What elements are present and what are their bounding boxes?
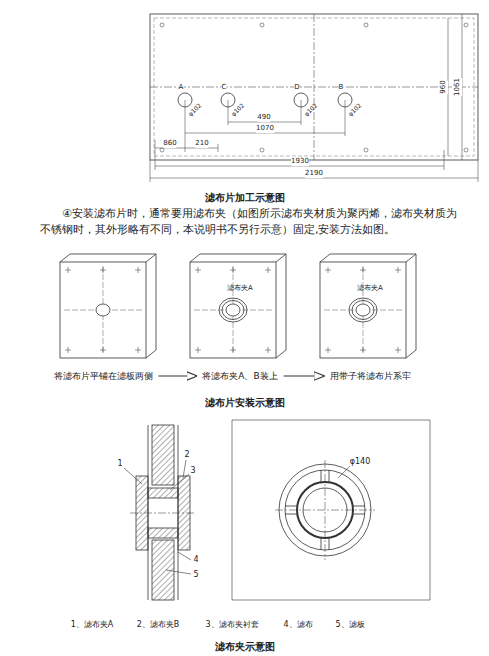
part-label: 滤布夹A — [227, 285, 253, 293]
legend-item: 4、滤布 — [283, 621, 312, 630]
dimension: 1930 — [291, 158, 309, 166]
figure-caption: 滤布片安装示意图 — [205, 397, 285, 408]
legend-item: 2、滤布夹B — [137, 621, 180, 630]
clip-section — [130, 425, 196, 600]
hole-diameter: φ102 — [347, 102, 363, 118]
leader-lines — [124, 460, 350, 574]
dimension: 1070 — [256, 125, 274, 133]
dimension: 490 — [257, 114, 270, 122]
step-caption: 将滤布夹A、B装上 — [200, 370, 279, 383]
step-text: 用带子将滤布片系牢 — [330, 371, 411, 381]
callout-number: 4 — [193, 556, 198, 565]
callout-number: 1 — [117, 460, 122, 469]
step-caption: 用带子将滤布片系牢 — [328, 370, 413, 383]
dimension: 210 — [195, 140, 208, 148]
dimension: 1061 — [454, 78, 462, 96]
hole-diameter: φ102 — [230, 102, 246, 118]
part-label: 滤布夹A — [357, 285, 383, 293]
step-text: 将滤布夹A、B装上 — [202, 371, 277, 381]
hole-letter: A — [179, 84, 184, 92]
hole-diameter: φ102 — [303, 102, 319, 118]
step-arrow — [284, 375, 324, 376]
step-text: 将滤布片平铺在滤板两侧 — [54, 371, 153, 381]
dimension: φ140 — [350, 458, 371, 467]
dimension: 960 — [440, 80, 448, 93]
step-caption: 将滤布片平铺在滤板两侧 — [52, 370, 155, 383]
callout-number: 5 — [193, 571, 198, 580]
callout-number: 2 — [184, 451, 189, 460]
install-panel — [60, 254, 156, 358]
dimension: 860 — [163, 140, 176, 148]
callout-number: 3 — [190, 467, 195, 476]
legend-item: 5、滤板 — [335, 621, 364, 630]
clip-front-view — [232, 420, 430, 600]
install-panel — [190, 254, 286, 358]
filter-cloth-plate — [150, 14, 478, 182]
body-text: ④安装滤布片时，通常要用滤布夹（如图所示滤布夹材质为聚丙烯，滤布夹材质为不锈钢时… — [40, 206, 465, 238]
figure-caption: 滤布夹示意图 — [215, 641, 275, 652]
legend-item: 3、滤布夹衬套 — [205, 621, 258, 630]
hole-letter: C — [222, 84, 227, 92]
dimension: 2190 — [305, 170, 323, 178]
legend-item: 1、滤布夹A — [71, 621, 114, 630]
hole-letter: D — [294, 84, 299, 92]
hole-diameter: φ102 — [187, 102, 203, 118]
figure-caption: 滤布片加工示意图 — [205, 192, 285, 203]
install-panels — [60, 254, 416, 358]
hole-letter: B — [339, 84, 344, 92]
step-arrow — [159, 375, 197, 376]
install-panel — [320, 254, 416, 358]
